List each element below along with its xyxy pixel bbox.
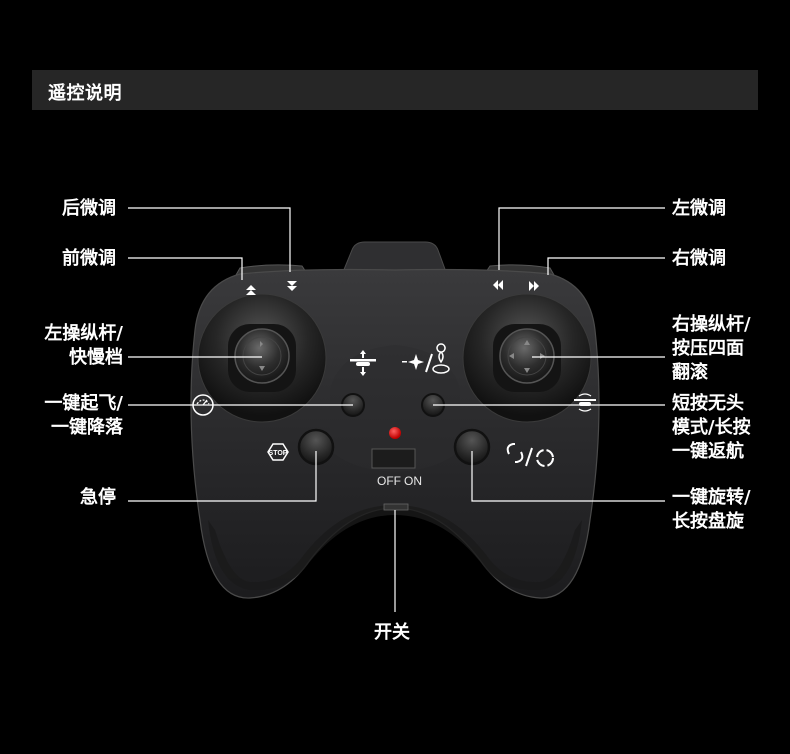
- label-right-stick: 右操纵杆/ 按压四面 翻滚: [672, 313, 751, 385]
- svg-text:STOP: STOP: [269, 450, 288, 457]
- label-left-trim: 左微调: [672, 198, 726, 219]
- takeoff-landing-icon: [350, 350, 376, 376]
- label-headless-line2: 模式/长按: [672, 417, 751, 438]
- label-rotate-line1: 一键旋转/: [672, 487, 751, 508]
- label-left-stick-line1: 左操纵杆/: [44, 323, 123, 344]
- trim-left-icon[interactable]: [493, 280, 503, 290]
- label-headless-line3: 一键返航: [672, 441, 744, 462]
- rotate-circle-icon: [506, 443, 554, 467]
- trim-right-icon[interactable]: [529, 281, 539, 291]
- trim-up-icon[interactable]: [246, 285, 256, 295]
- label-rear-trim: 后微调: [62, 198, 116, 219]
- label-takeoff-line1: 一键起飞/: [44, 393, 123, 414]
- leader-lines: [128, 207, 665, 612]
- label-front-trim: 前微调: [62, 248, 116, 269]
- label-left-stick-line2: 快慢档: [69, 347, 123, 368]
- page-title: 遥控说明: [48, 83, 122, 104]
- label-power-switch: 开关: [374, 622, 410, 643]
- label-takeoff-line2: 一键降落: [51, 417, 123, 438]
- label-emergency-stop: 急停: [80, 487, 116, 508]
- label-right-trim: 右微调: [672, 248, 726, 269]
- left-stick[interactable]: [197, 293, 327, 423]
- power-led: [389, 427, 401, 439]
- grip-inner: [208, 505, 582, 591]
- right-stick[interactable]: [462, 293, 592, 423]
- stop-icon: STOP: [267, 443, 289, 461]
- label-rotate: 一键旋转/ 长按盘旋: [672, 486, 751, 534]
- switch-off-label: OFF: [377, 474, 401, 488]
- power-slider[interactable]: [383, 503, 409, 511]
- label-right-stick-line2: 按压四面: [672, 338, 744, 359]
- power-switch[interactable]: [371, 448, 416, 469]
- label-right-stick-line3: 翻滚: [672, 362, 708, 383]
- label-headless: 短按无头 模式/长按 一键返航: [672, 392, 751, 464]
- header-bar: 遥控说明: [32, 70, 758, 110]
- center-panel: [330, 345, 460, 472]
- label-headless-line1: 短按无头: [672, 393, 744, 414]
- label-rotate-line2: 长按盘旋: [672, 511, 744, 532]
- label-takeoff: 一键起飞/ 一键降落: [44, 392, 123, 440]
- switch-on-label: ON: [404, 474, 422, 488]
- antenna-tab: [342, 241, 447, 273]
- compass-calibrate-return-icon: [402, 343, 450, 374]
- trim-down-icon[interactable]: [287, 281, 297, 291]
- label-right-stick-line1: 右操纵杆/: [672, 314, 751, 335]
- label-left-stick: 左操纵杆/ 快慢档: [44, 322, 123, 370]
